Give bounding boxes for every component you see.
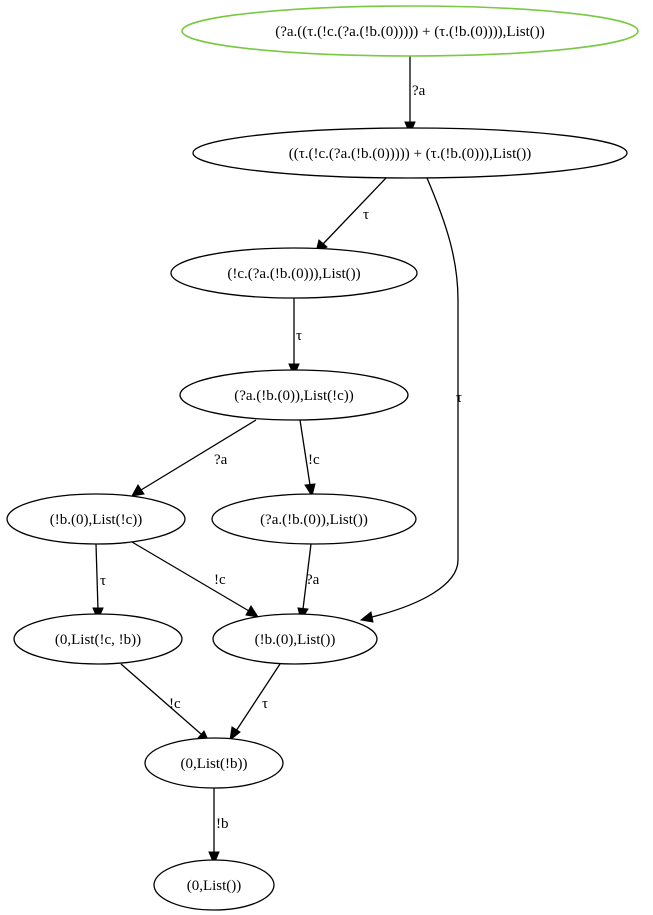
state-label: (0,List(!c, !b)) [55,632,141,648]
state-node: (!b.(0),List(!c)) [6,493,186,545]
state-node: (!b.(0),List()) [212,613,378,665]
edge-label: τ [456,390,462,406]
state-label: (!b.(0),List()) [255,632,336,648]
state-node: (!c.(?a.(!b.(0))),List()) [170,247,418,299]
state-node: (0,List(!c, !b)) [13,613,183,665]
state-label: (!c.(?a.(!b.(0))),List()) [227,266,360,282]
state-node: (0,List(!b)) [144,737,284,789]
edge-n3-n4: ?a [131,419,257,497]
edge-label: ?a [306,572,320,588]
edge-label: !b [216,816,229,832]
edge-label: !c [308,452,320,468]
state-node: ((τ.(!c.(?a.(!b.(0))))) + (τ.(!b.(0))),L… [192,127,628,179]
edge-n0-n1: ?a [404,56,426,136]
edge-n1-n7: τ [359,177,462,623]
edge-label: τ [100,573,106,589]
state-label: ((τ.(!c.(?a.(!b.(0))))) + (τ.(!b.(0))),L… [289,146,531,162]
state-label: (?a.(!b.(0)),List(!c)) [234,388,354,404]
edge-n4-n6: τ [92,543,106,622]
edge-label: τ [262,696,268,712]
edge-label: ?a [214,452,228,468]
edge-n8-n9: !b [208,788,229,866]
edge-label: !c [169,696,181,712]
state-label: (0,List()) [187,878,242,894]
edge-n2-n3: τ [288,298,302,378]
state-node: (?a.(!b.(0)),List()) [211,493,417,545]
edge-n6-n8: !c [120,663,210,743]
edge-n4-n7: !c [131,541,260,618]
edge-n7-n8: τ [229,663,281,742]
edge-label: !c [214,572,226,588]
state-label: (?a.(!b.(0)),List()) [260,512,368,528]
state-label: (0,List(!b)) [180,756,247,772]
edge-label: ?a [412,83,426,99]
edge-label: τ [363,207,369,223]
edge-n1-n2: τ [315,177,387,253]
state-label: (!b.(0),List(!c)) [50,512,142,528]
edge-label: τ [296,328,302,344]
state-node-start: (?a.((τ.(!c.(?a.(!b.(0))))) + (τ.(!b.(0)… [181,5,639,57]
state-label: (?a.((τ.(!c.(?a.(!b.(0))))) + (τ.(!b.(0)… [275,24,545,40]
edge-n5-n7: ?a [297,543,320,622]
state-node: (?a.(!b.(0)),List(!c)) [179,369,409,421]
edge-n3-n5: !c [299,419,320,498]
state-node-end: (0,List()) [153,859,275,911]
